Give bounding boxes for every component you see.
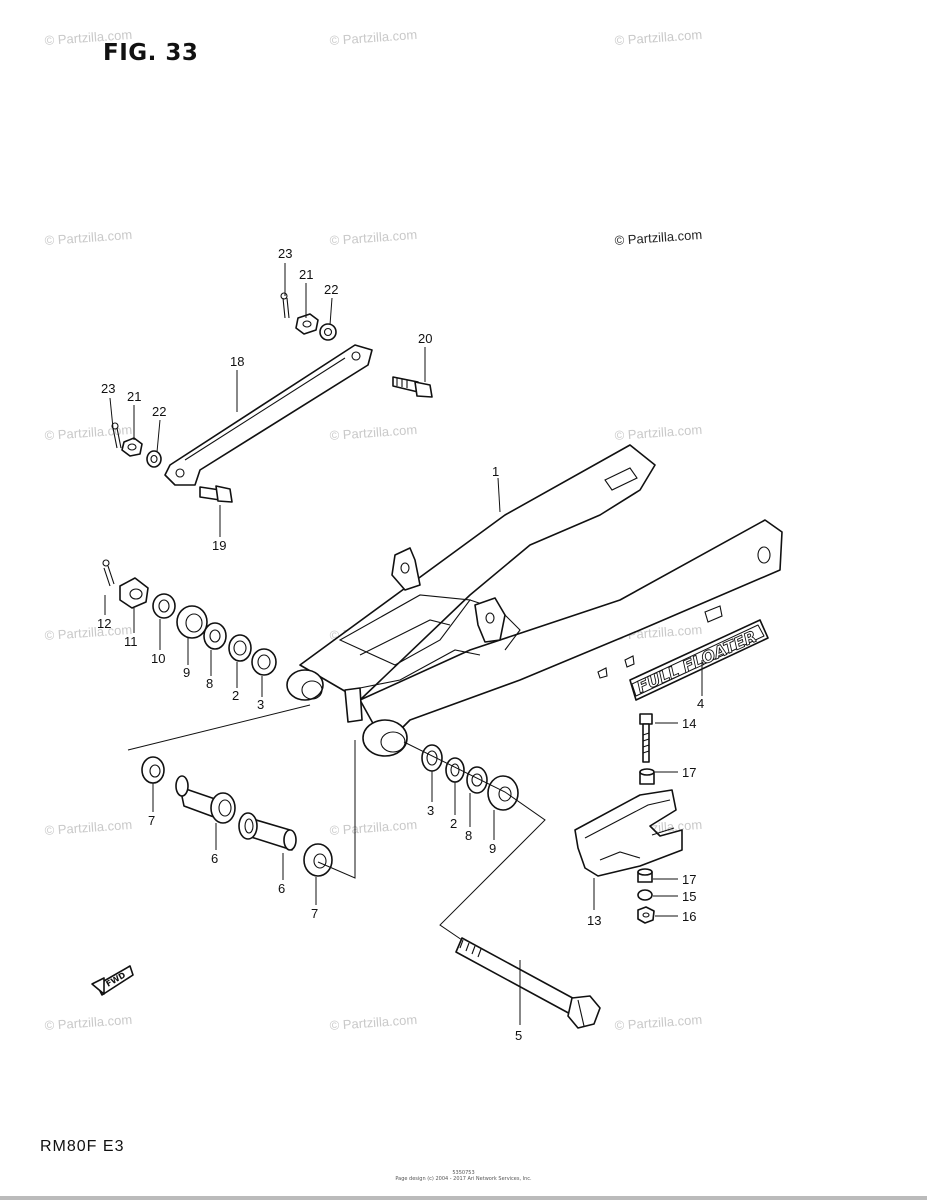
collar-17-lower[interactable] — [637, 868, 653, 883]
watermark: © Partzilla.com — [44, 422, 132, 443]
callout: 18 — [230, 354, 244, 369]
callout: 12 — [97, 616, 111, 631]
watermark: © Partzilla.com — [614, 422, 702, 443]
bolt-19[interactable] — [199, 485, 233, 503]
watermark: © Partzilla.com — [44, 1012, 132, 1033]
footer-copyright: Page design (c) 2004 - 2017 Ari Network … — [395, 1176, 532, 1182]
callout: 10 — [151, 651, 165, 666]
callout: 20 — [418, 331, 432, 346]
washer-22-upper[interactable] — [319, 323, 337, 341]
collar-6-right[interactable] — [238, 812, 297, 851]
pivot-bolt-5[interactable] — [455, 937, 601, 1029]
seal-9-left[interactable] — [176, 605, 208, 639]
bolt-20[interactable] — [392, 376, 433, 398]
bearing-3-right[interactable] — [421, 744, 443, 772]
callout: 22 — [324, 282, 338, 297]
washer-22-left[interactable] — [146, 450, 162, 468]
collar-6-left[interactable] — [175, 775, 236, 824]
leader-lines — [104, 263, 703, 1025]
callout: 17 — [682, 765, 696, 780]
watermark: © Partzilla.com — [329, 817, 417, 838]
callout: 2 — [232, 688, 239, 703]
watermark: © Partzilla.com — [44, 227, 132, 248]
watermarks: © Partzilla.com © Partzilla.com © Partzi… — [44, 27, 702, 1033]
collar-17-upper[interactable] — [639, 768, 655, 785]
callout: 21 — [127, 389, 141, 404]
callout: 4 — [697, 696, 704, 711]
castle-nut-21-upper[interactable] — [295, 313, 319, 335]
callout: 8 — [206, 676, 213, 691]
footer: 5350753 Page design (c) 2004 - 2017 Ari … — [0, 1170, 927, 1182]
callout: 9 — [489, 841, 496, 856]
spacer-8-left[interactable] — [203, 622, 227, 650]
footer-code: 5350753 — [452, 1170, 475, 1176]
nut-16[interactable] — [637, 906, 655, 924]
figure-title: FIG. 33 — [103, 40, 199, 66]
callout-labels: 23 21 22 20 18 23 21 22 19 1 12 11 10 9 … — [97, 246, 704, 1043]
callout: 6 — [278, 881, 285, 896]
callout: 2 — [450, 816, 457, 831]
bearing-2-left[interactable] — [228, 634, 252, 662]
watermark: © Partzilla.com — [329, 1012, 417, 1033]
callout: 19 — [212, 538, 226, 553]
cotter-pin-23-left[interactable] — [111, 422, 122, 449]
callout: 17 — [682, 872, 696, 887]
callout: 7 — [311, 906, 318, 921]
torque-rod[interactable] — [164, 344, 373, 486]
callout: 21 — [299, 267, 313, 282]
cotter-pin-12[interactable] — [102, 559, 115, 587]
watermark: © Partzilla.com — [44, 27, 132, 48]
watermark: © Partzilla.com — [329, 27, 417, 48]
spacer-8-right[interactable] — [466, 766, 488, 794]
watermark: © Partzilla.com — [329, 227, 417, 248]
callout: 14 — [682, 716, 696, 731]
cotter-pin-23-upper[interactable] — [280, 292, 290, 319]
cap-7-right[interactable] — [303, 843, 333, 877]
watermark: © Partzilla.com — [614, 27, 702, 48]
callout: 22 — [152, 404, 166, 419]
bearing-3-left[interactable] — [251, 648, 277, 676]
callout: 8 — [465, 828, 472, 843]
chain-buffer-13[interactable] — [574, 789, 683, 877]
seal-9-right[interactable] — [487, 775, 519, 811]
callout: 3 — [427, 803, 434, 818]
castle-nut-21-left[interactable] — [121, 437, 143, 457]
castle-nut-11[interactable] — [119, 577, 149, 609]
callout: 13 — [587, 913, 601, 928]
washer-15[interactable] — [637, 889, 653, 901]
fwd-arrow-icon: FWD — [91, 965, 134, 996]
callout: 6 — [211, 851, 218, 866]
washer-10[interactable] — [152, 593, 176, 619]
callout: 7 — [148, 813, 155, 828]
callout: 9 — [183, 665, 190, 680]
callout: 16 — [682, 909, 696, 924]
watermark: © Partzilla.com — [329, 422, 417, 443]
callout: 23 — [101, 381, 115, 396]
bottom-border — [0, 1196, 927, 1200]
callout: 3 — [257, 697, 264, 712]
callout: 15 — [682, 889, 696, 904]
swingarm[interactable] — [286, 444, 783, 757]
watermark: © Partzilla.com — [44, 817, 132, 838]
watermark: © Partzilla.com — [44, 622, 132, 643]
model-code: RM80F E3 — [40, 1138, 125, 1155]
callout: 23 — [278, 246, 292, 261]
cap-7-left[interactable] — [141, 756, 165, 784]
callout: 1 — [492, 464, 499, 479]
callout: 11 — [124, 634, 138, 649]
callout: 5 — [515, 1028, 522, 1043]
watermark: © Partzilla.com — [614, 227, 702, 248]
bolt-14[interactable] — [639, 713, 653, 763]
watermark: © Partzilla.com — [614, 1012, 702, 1033]
